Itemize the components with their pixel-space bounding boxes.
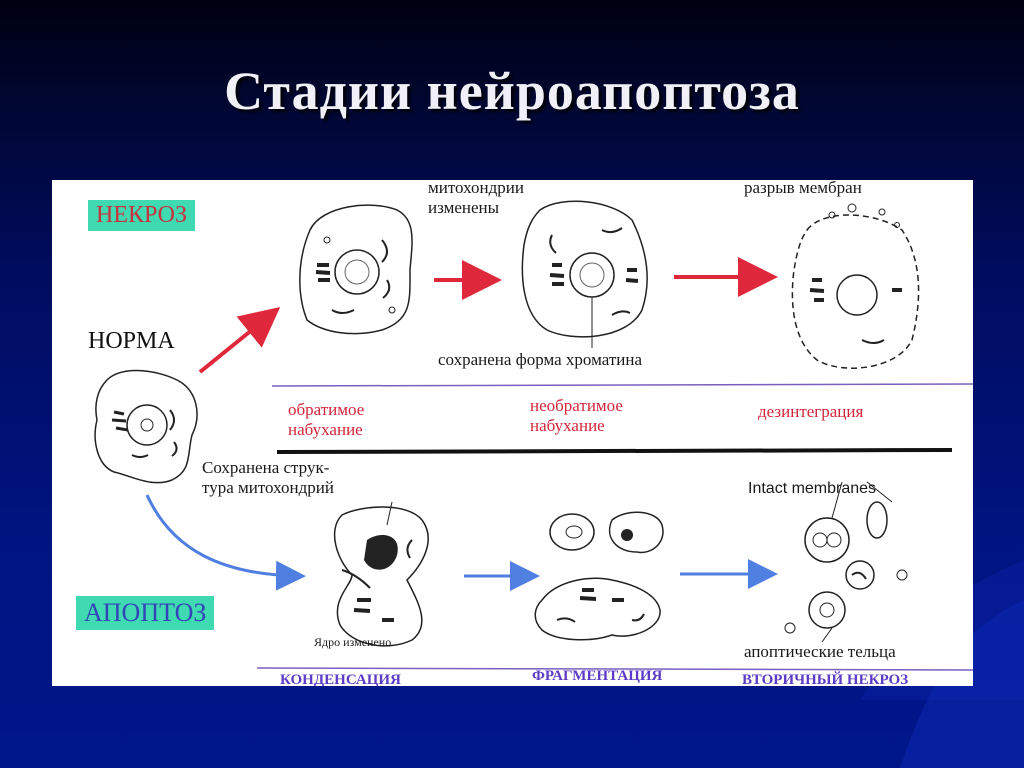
note-mito-changed: митохондрии изменены: [428, 180, 524, 217]
apoptosis-baseline: [256, 667, 973, 671]
arrow-normal-to-necrosis: [198, 306, 281, 374]
note-chromatin-preserved: сохранена форма хроматина: [438, 350, 642, 369]
necrosis-cell-disintegrated: [791, 203, 920, 369]
note-membrane-rupture: разрыв мембран: [744, 180, 862, 197]
apoptosis-fragmentation: [534, 511, 664, 641]
apoptosis-stage-1: КОНДЕНСАЦИЯ: [280, 672, 401, 686]
necrosis-cell-swollen: [299, 204, 413, 335]
necrosis-stage-2: необратимое набухание: [530, 396, 623, 435]
arrow-normal-to-apoptosis: [145, 494, 306, 591]
note-apoptotic-bodies: апоптические тельца: [744, 642, 896, 661]
necrosis-dark-band: [276, 448, 953, 454]
necrosis-stage-3: дезинтеграция: [758, 402, 864, 421]
slide-title: Стадии нейроапоптоза: [224, 61, 800, 121]
apoptosis-cell-condensed: [333, 501, 429, 647]
figure-panel: НЕКРОЗ НОРМА АПОПТОЗ митохондрии изменен…: [52, 180, 973, 686]
apoptosis-label: АПОПТОЗ: [76, 596, 215, 630]
normal-cell: [94, 369, 198, 484]
necrosis-stage-1: обратимое набухание: [288, 400, 365, 439]
note-intact-membranes: Intact membranes: [748, 480, 877, 497]
necrosis-baseline: [271, 383, 973, 387]
apoptosis-stage-3: ВТОРИЧНЫЙ НЕКРОЗ: [742, 672, 909, 686]
apoptotic-bodies: [784, 481, 908, 643]
apoptosis-stage-2: ФРАГМЕНТАЦИЯ: [532, 668, 663, 684]
necrosis-label: НЕКРОЗ: [88, 200, 195, 231]
note-nucleus-changed: Ядро изменено: [314, 635, 392, 649]
figure-drawing: [94, 200, 973, 671]
normal-label: НОРМА: [88, 328, 175, 354]
note-mito-preserved: Сохранена струк- тура митохондрий: [202, 458, 334, 497]
necrosis-cell-irreversible: [521, 200, 648, 348]
